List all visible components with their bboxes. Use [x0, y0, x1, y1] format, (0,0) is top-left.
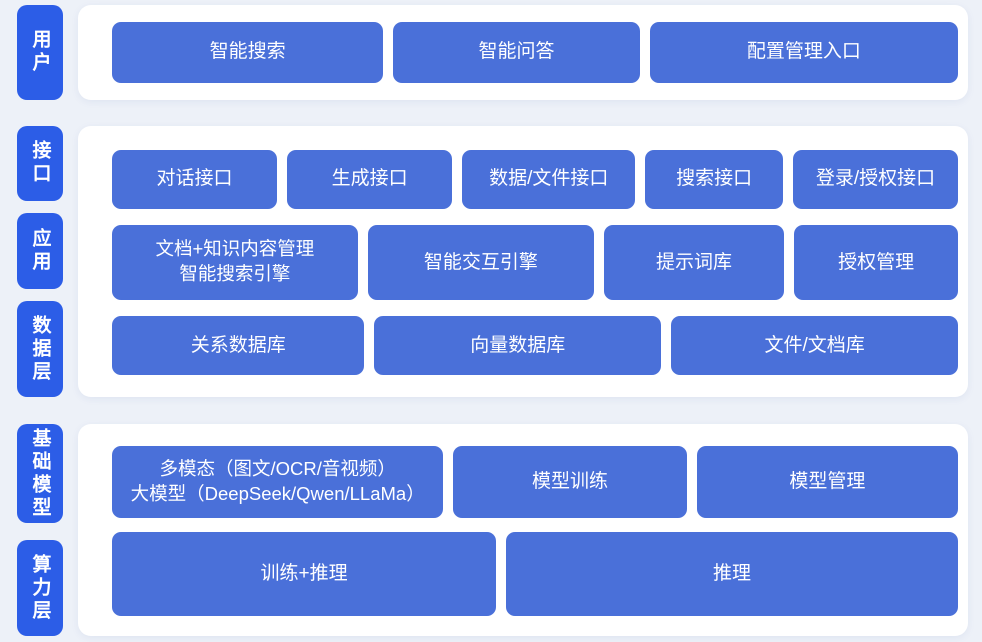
row-user-entries: 智能搜索 智能问答 配置管理入口 [112, 22, 958, 83]
layer-label-application: 应用 [17, 213, 63, 289]
section-user-layer: 用户 智能搜索 智能问答 配置管理入口 [17, 5, 968, 100]
btn-line-1: 多模态（图文/OCR/音视频） [159, 458, 396, 480]
btn-file-document-library: 文件/文档库 [671, 315, 959, 376]
btn-line-2: 智能搜索引擎 [179, 263, 291, 285]
btn-training-inference: 训练+推理 [112, 531, 497, 617]
btn-multimodal-large-model: 多模态（图文/OCR/音视频） 大模型（DeepSeek/Qwen/LLaMa） [112, 446, 444, 518]
btn-search-api: 搜索接口 [645, 149, 783, 209]
row-applications: 文档+知识内容管理 智能搜索引擎 智能交互引擎 提示词库 授权管理 [112, 224, 958, 300]
layer-label-interface: 接口 [17, 125, 63, 202]
row-interfaces: 对话接口 生成接口 数据/文件接口 搜索接口 登录/授权接口 [112, 149, 958, 209]
panel-model-compute: 多模态（图文/OCR/音视频） 大模型（DeepSeek/Qwen/LLaMa）… [78, 424, 968, 637]
layer-label-data: 数据层 [17, 300, 63, 398]
layer-label-column: 基础模型 算力层 [17, 424, 63, 637]
btn-smart-search: 智能搜索 [112, 22, 384, 83]
section-interface-app-data: 接口 应用 数据层 对话接口 生成接口 数据/文件接口 搜索接口 登录/授权接口… [17, 125, 968, 398]
btn-authorization-management: 授权管理 [794, 224, 958, 300]
btn-vector-database: 向量数据库 [374, 315, 662, 376]
btn-line-1: 文档+知识内容管理 [155, 238, 315, 260]
btn-doc-knowledge-search-engine: 文档+知识内容管理 智能搜索引擎 [112, 224, 358, 300]
btn-model-management: 模型管理 [696, 446, 958, 518]
layer-label-user: 用户 [17, 5, 63, 100]
layer-label-column: 接口 应用 数据层 [17, 125, 63, 398]
btn-config-management-entry: 配置管理入口 [649, 22, 958, 83]
section-model-compute: 基础模型 算力层 多模态（图文/OCR/音视频） 大模型（DeepSeek/Qw… [17, 424, 968, 637]
btn-dialog-api: 对话接口 [112, 149, 278, 209]
layer-label-column: 用户 [17, 5, 63, 100]
panel-interface-app-data: 对话接口 生成接口 数据/文件接口 搜索接口 登录/授权接口 文档+知识内容管理… [78, 125, 968, 398]
btn-generation-api: 生成接口 [287, 149, 453, 209]
btn-relational-database: 关系数据库 [112, 315, 365, 376]
btn-inference: 推理 [506, 531, 958, 617]
panel-user-layer: 智能搜索 智能问答 配置管理入口 [78, 5, 968, 100]
row-compute: 训练+推理 推理 [112, 531, 958, 617]
btn-smart-qa: 智能问答 [393, 22, 640, 83]
btn-data-file-api: 数据/文件接口 [462, 149, 636, 209]
btn-intelligent-interaction-engine: 智能交互引擎 [367, 224, 594, 300]
row-data-stores: 关系数据库 向量数据库 文件/文档库 [112, 315, 959, 376]
btn-login-auth-api: 登录/授权接口 [792, 149, 958, 209]
layer-label-foundation-model: 基础模型 [17, 424, 63, 524]
layer-label-compute: 算力层 [17, 540, 63, 637]
row-foundation-models: 多模态（图文/OCR/音视频） 大模型（DeepSeek/Qwen/LLaMa）… [112, 446, 958, 518]
btn-line-2: 大模型（DeepSeek/Qwen/LLaMa） [130, 483, 425, 505]
btn-prompt-library: 提示词库 [603, 224, 785, 300]
btn-model-training: 模型训练 [453, 446, 687, 518]
